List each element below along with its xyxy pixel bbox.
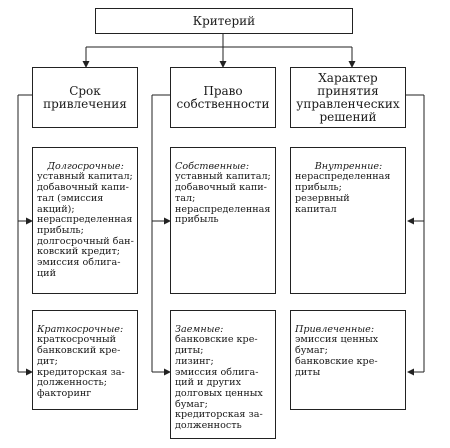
root-title: Критерий xyxy=(192,13,256,28)
col2-header-box: Право собственности xyxy=(170,67,276,128)
col1-header-box: Срок привлечения xyxy=(32,67,138,128)
col2-borrowed-block: Заемные:банковские кре- диты; лизинг; эм… xyxy=(170,310,276,439)
col1-short-term-block: Краткосрочные:краткосрочный банковский к… xyxy=(32,310,138,410)
col3-attracted-text: эмиссия ценных бумаг; банковские кре- ди… xyxy=(295,334,379,378)
col1-long-term-heading: Долгосрочные: xyxy=(47,160,124,172)
col1-header: Срок привлечения xyxy=(43,83,127,111)
col2-own-block: Собственные:уставный капитал; добавочный… xyxy=(170,147,276,294)
col2-own-heading: Собственные: xyxy=(175,160,250,172)
col1-short-term-heading: Краткосрочные: xyxy=(37,323,124,335)
col3-internal-heading: Внутренние: xyxy=(314,160,383,172)
col3-attracted-heading: Привлеченные: xyxy=(295,323,375,335)
col2-header: Право собственности xyxy=(176,83,270,111)
col3-attracted-block: Привлеченные:эмиссия ценных бумаг; банко… xyxy=(290,310,406,410)
col1-short-term-text: краткосрочный банковский кре- дит; креди… xyxy=(37,334,125,399)
col1-long-term-block: Долгосрочные:уставный капитал; добавочны… xyxy=(32,147,138,294)
col3-internal-text: нераспределенная прибыль; резервный капи… xyxy=(295,171,391,215)
root-criterion-box: Критерий xyxy=(95,8,353,34)
col3-header-box: Характер принятия управленческих решений xyxy=(290,67,406,128)
col1-long-term-text: уставный капитал; добавочный капи- тал (… xyxy=(37,171,134,279)
col2-own-text: уставный капитал; добавочный капи- тал; … xyxy=(175,171,271,226)
col3-header: Характер принятия управленческих решений xyxy=(296,70,400,124)
col3-internal-block: Внутренние:нераспределенная прибыль; рез… xyxy=(290,147,406,294)
col2-borrowed-text: банковские кре- диты; лизинг; эмиссия об… xyxy=(175,334,263,432)
col2-borrowed-heading: Заемные: xyxy=(175,323,224,335)
